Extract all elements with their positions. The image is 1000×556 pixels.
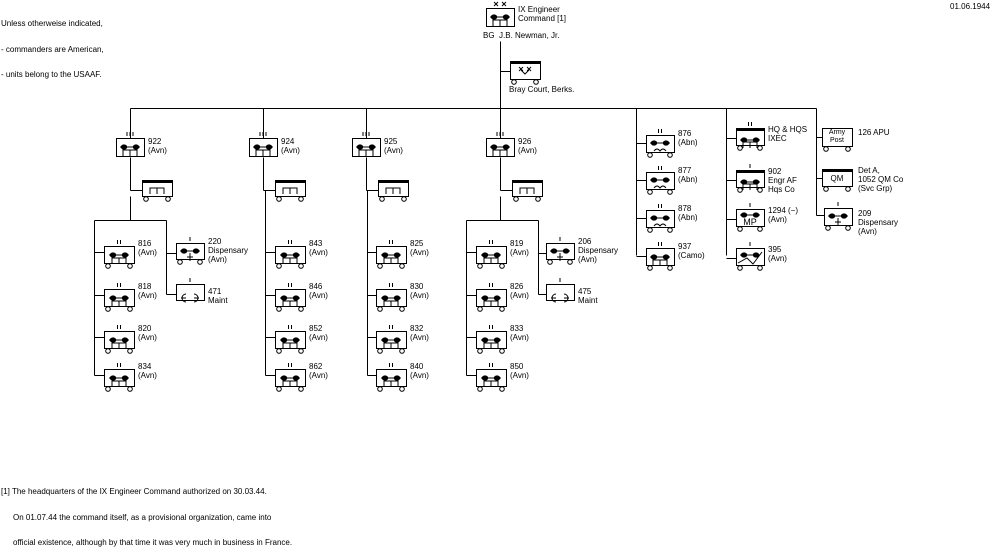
b830-label: 830 (Avn) <box>410 282 429 300</box>
b852-label: 852 (Avn) <box>309 324 328 342</box>
hqs-label: HQ & HQS IXEC <box>768 125 808 143</box>
r926-label: 926 (Avn) <box>518 137 537 155</box>
d206-symbol <box>546 237 575 265</box>
b840-label: 840 (Avn) <box>410 362 429 380</box>
b816-symbol <box>104 240 135 269</box>
b816-label: 816 (Avn) <box>138 239 157 257</box>
r926-symbol <box>486 132 515 157</box>
d220-symbol <box>176 237 205 265</box>
ix-engineer-command-symbol <box>486 1 515 27</box>
qm1052-label: Det A, 1052 QM Co (Svc Grp) <box>858 166 904 193</box>
b850-symbol <box>476 363 507 392</box>
b820-label: 820 (Avn) <box>138 324 157 342</box>
r924-label: 924 (Avn) <box>281 137 300 155</box>
command-hq-location: Bray Court, Berks. <box>509 85 575 94</box>
header-note-line-1: Unless otherweise indicated, <box>1 19 103 28</box>
r922-symbol <box>116 132 145 157</box>
qm1052-symbol <box>822 169 853 192</box>
b818-symbol <box>104 283 135 312</box>
command-hq-symbol <box>510 61 541 85</box>
b832-symbol <box>376 325 407 354</box>
b833-label: 833 (Avn) <box>510 324 529 342</box>
qm-symbol-text: QM <box>830 174 844 183</box>
s395-symbol <box>736 242 765 271</box>
r925-hq-symbol <box>378 180 409 202</box>
b852-symbol <box>275 325 306 354</box>
b877-symbol <box>646 166 675 195</box>
b876-label: 876 (Abn) <box>678 129 698 147</box>
d209-symbol <box>824 202 853 231</box>
b819-symbol <box>476 240 507 269</box>
hqs-symbol <box>736 122 765 151</box>
d220-label: 220 Dispensary (Avn) <box>208 237 249 264</box>
b937-label: 937 (Camo) <box>678 242 705 260</box>
b878-symbol <box>646 204 675 233</box>
b843-symbol <box>275 240 306 269</box>
b830-symbol <box>376 283 407 312</box>
mp1294-symbol <box>736 203 765 232</box>
m471-label: 471 Maint <box>208 287 228 305</box>
b902-symbol <box>736 164 765 193</box>
commander-name: BG J.B. Newman, Jr. <box>483 31 560 40</box>
apu126-symbol <box>822 128 853 152</box>
b826-label: 826 (Avn) <box>510 282 529 300</box>
header-note-line-3: - units belong to the USAAF. <box>1 70 102 79</box>
b832-label: 832 (Avn) <box>410 324 429 342</box>
r926-hq-symbol <box>512 180 543 202</box>
m475-label: 475 Maint <box>578 287 598 305</box>
footnote-line-2: On 01.07.44 the command itself, as a pro… <box>13 512 272 522</box>
b862-label: 862 (Avn) <box>309 362 328 380</box>
b862-symbol <box>275 363 306 392</box>
apu126-label: 126 APU <box>858 128 890 137</box>
footnote-line-3: official existence, although by that tim… <box>13 538 293 547</box>
b846-symbol <box>275 283 306 312</box>
b850-label: 850 (Avn) <box>510 362 529 380</box>
b834-symbol <box>104 363 135 392</box>
b825-label: 825 (Avn) <box>410 239 429 257</box>
r922-hq-symbol <box>142 180 173 202</box>
date-label: 01.06.1944 <box>950 2 991 11</box>
d206-label: 206 Dispensary (Avn) <box>578 237 619 264</box>
b820-symbol <box>104 325 135 354</box>
d209-label: 209 Dispensary (Avn) <box>858 209 899 236</box>
header-note: Unless otherweise indicated, - commander… <box>1 3 104 88</box>
m475-symbol <box>546 278 575 303</box>
b818-label: 818 (Avn) <box>138 282 157 300</box>
b846-label: 846 (Avn) <box>309 282 328 300</box>
b819-label: 819 (Avn) <box>510 239 529 257</box>
b877-label: 877 (Abn) <box>678 166 698 184</box>
org-chart <box>94 1 853 392</box>
m471-symbol <box>176 278 205 303</box>
b825-symbol <box>376 240 407 269</box>
r924-symbol <box>249 132 278 157</box>
b878-label: 878 (Abn) <box>678 204 698 222</box>
ix-engineer-command-label: IX Engineer Command [1] <box>518 5 567 23</box>
footnote: [1] The headquarters of the IX Engineer … <box>1 471 292 556</box>
b876-symbol <box>646 129 675 158</box>
apu-symbol-text: Army Post <box>828 129 846 144</box>
b937-symbol <box>646 242 675 271</box>
mp-symbol-text: MP <box>743 217 757 227</box>
header-note-line-2: - commanders are American, <box>1 44 104 54</box>
b840-symbol <box>376 363 407 392</box>
r925-label: 925 (Avn) <box>384 137 403 155</box>
b826-symbol <box>476 283 507 312</box>
r922-label: 922 (Avn) <box>148 137 167 155</box>
b833-symbol <box>476 325 507 354</box>
footnote-line-1: [1] The headquarters of the IX Engineer … <box>1 487 267 496</box>
mp1294-label: 1294 (−) (Avn) <box>768 206 799 224</box>
b902-label: 902 Engr AF Hqs Co <box>768 167 797 194</box>
b834-label: 834 (Avn) <box>138 362 157 380</box>
r925-symbol <box>352 132 381 157</box>
r924-hq-symbol <box>275 180 306 202</box>
s395-label: 395 (Avn) <box>768 245 787 263</box>
b843-label: 843 (Avn) <box>309 239 328 257</box>
